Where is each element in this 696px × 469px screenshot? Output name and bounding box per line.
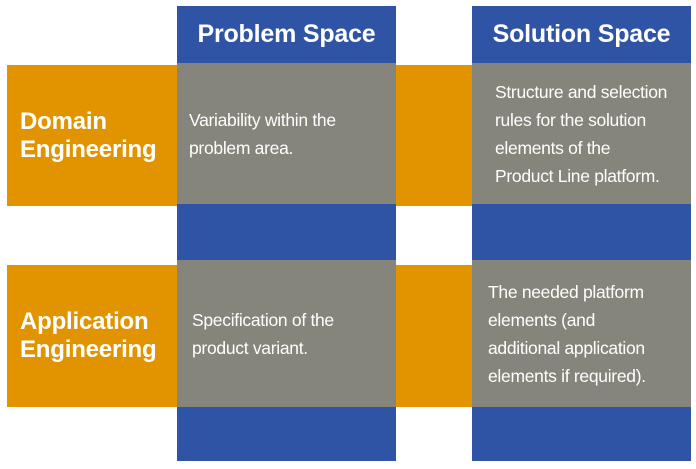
domain-row-gap-band: [396, 65, 472, 206]
cell-application-problem-space: Specification of the product variant.: [177, 260, 396, 407]
cell-domain-problem-space: Variability within the problem area.: [177, 63, 396, 204]
cell-domain-solution-space: Structure and selection rules for the so…: [472, 63, 691, 204]
column-header-problem-space: Problem Space: [197, 20, 376, 48]
domain-engineering-row-band: Domain Engineering: [7, 65, 177, 206]
column-header-solution-space: Solution Space: [492, 20, 671, 48]
cell-application-solution-space: The needed platform elements (and additi…: [472, 260, 691, 407]
row-label-application-engineering: Application Engineering: [20, 308, 157, 363]
application-engineering-row-band: Application Engineering: [7, 265, 177, 407]
application-row-gap-band: [396, 265, 472, 407]
row-label-domain-engineering: Domain Engineering: [20, 107, 157, 163]
